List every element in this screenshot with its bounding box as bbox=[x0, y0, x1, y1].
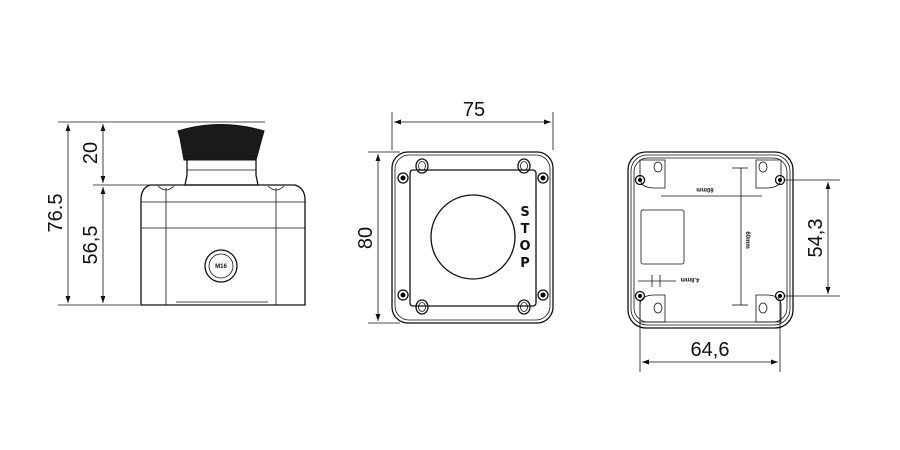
mounting-holes bbox=[415, 158, 531, 315]
cable-gland bbox=[204, 249, 238, 283]
width-label: 75 bbox=[463, 99, 485, 121]
enclosure-body bbox=[140, 184, 306, 306]
overall-height-label: 76.5 bbox=[45, 194, 67, 233]
rear-width-label: 64,6 bbox=[691, 339, 730, 361]
stop-letter: T bbox=[521, 222, 530, 237]
front-enclosure bbox=[391, 151, 554, 324]
label-area bbox=[640, 209, 685, 265]
height-label: 80 bbox=[355, 227, 377, 249]
slot-label: 4.8mm bbox=[680, 276, 699, 282]
front-view: 75 80 S T O P bbox=[355, 99, 554, 324]
mushroom-button bbox=[177, 124, 265, 161]
rear-enclosure bbox=[627, 151, 794, 329]
screws bbox=[397, 172, 549, 301]
screws bbox=[634, 174, 786, 302]
stop-letter: O bbox=[519, 239, 530, 254]
button-height-label: 20 bbox=[80, 142, 102, 164]
front-plate bbox=[409, 169, 537, 307]
stop-letter: P bbox=[520, 256, 530, 271]
inner-v-label: 60mm bbox=[744, 231, 750, 248]
button-hole bbox=[430, 194, 516, 280]
side-view: 76.5 20 56,5 M16 bbox=[45, 121, 306, 306]
rear-view: 60mm 60mm 4.8mm 64,6 54,3 bbox=[627, 151, 840, 372]
body-height-label: 56,5 bbox=[80, 226, 102, 265]
inner-h-label: 60mm bbox=[696, 186, 713, 192]
gland-label: M16 bbox=[215, 264, 227, 270]
stop-letter: S bbox=[520, 205, 529, 220]
hole-spacing-label: 54,3 bbox=[805, 219, 827, 258]
